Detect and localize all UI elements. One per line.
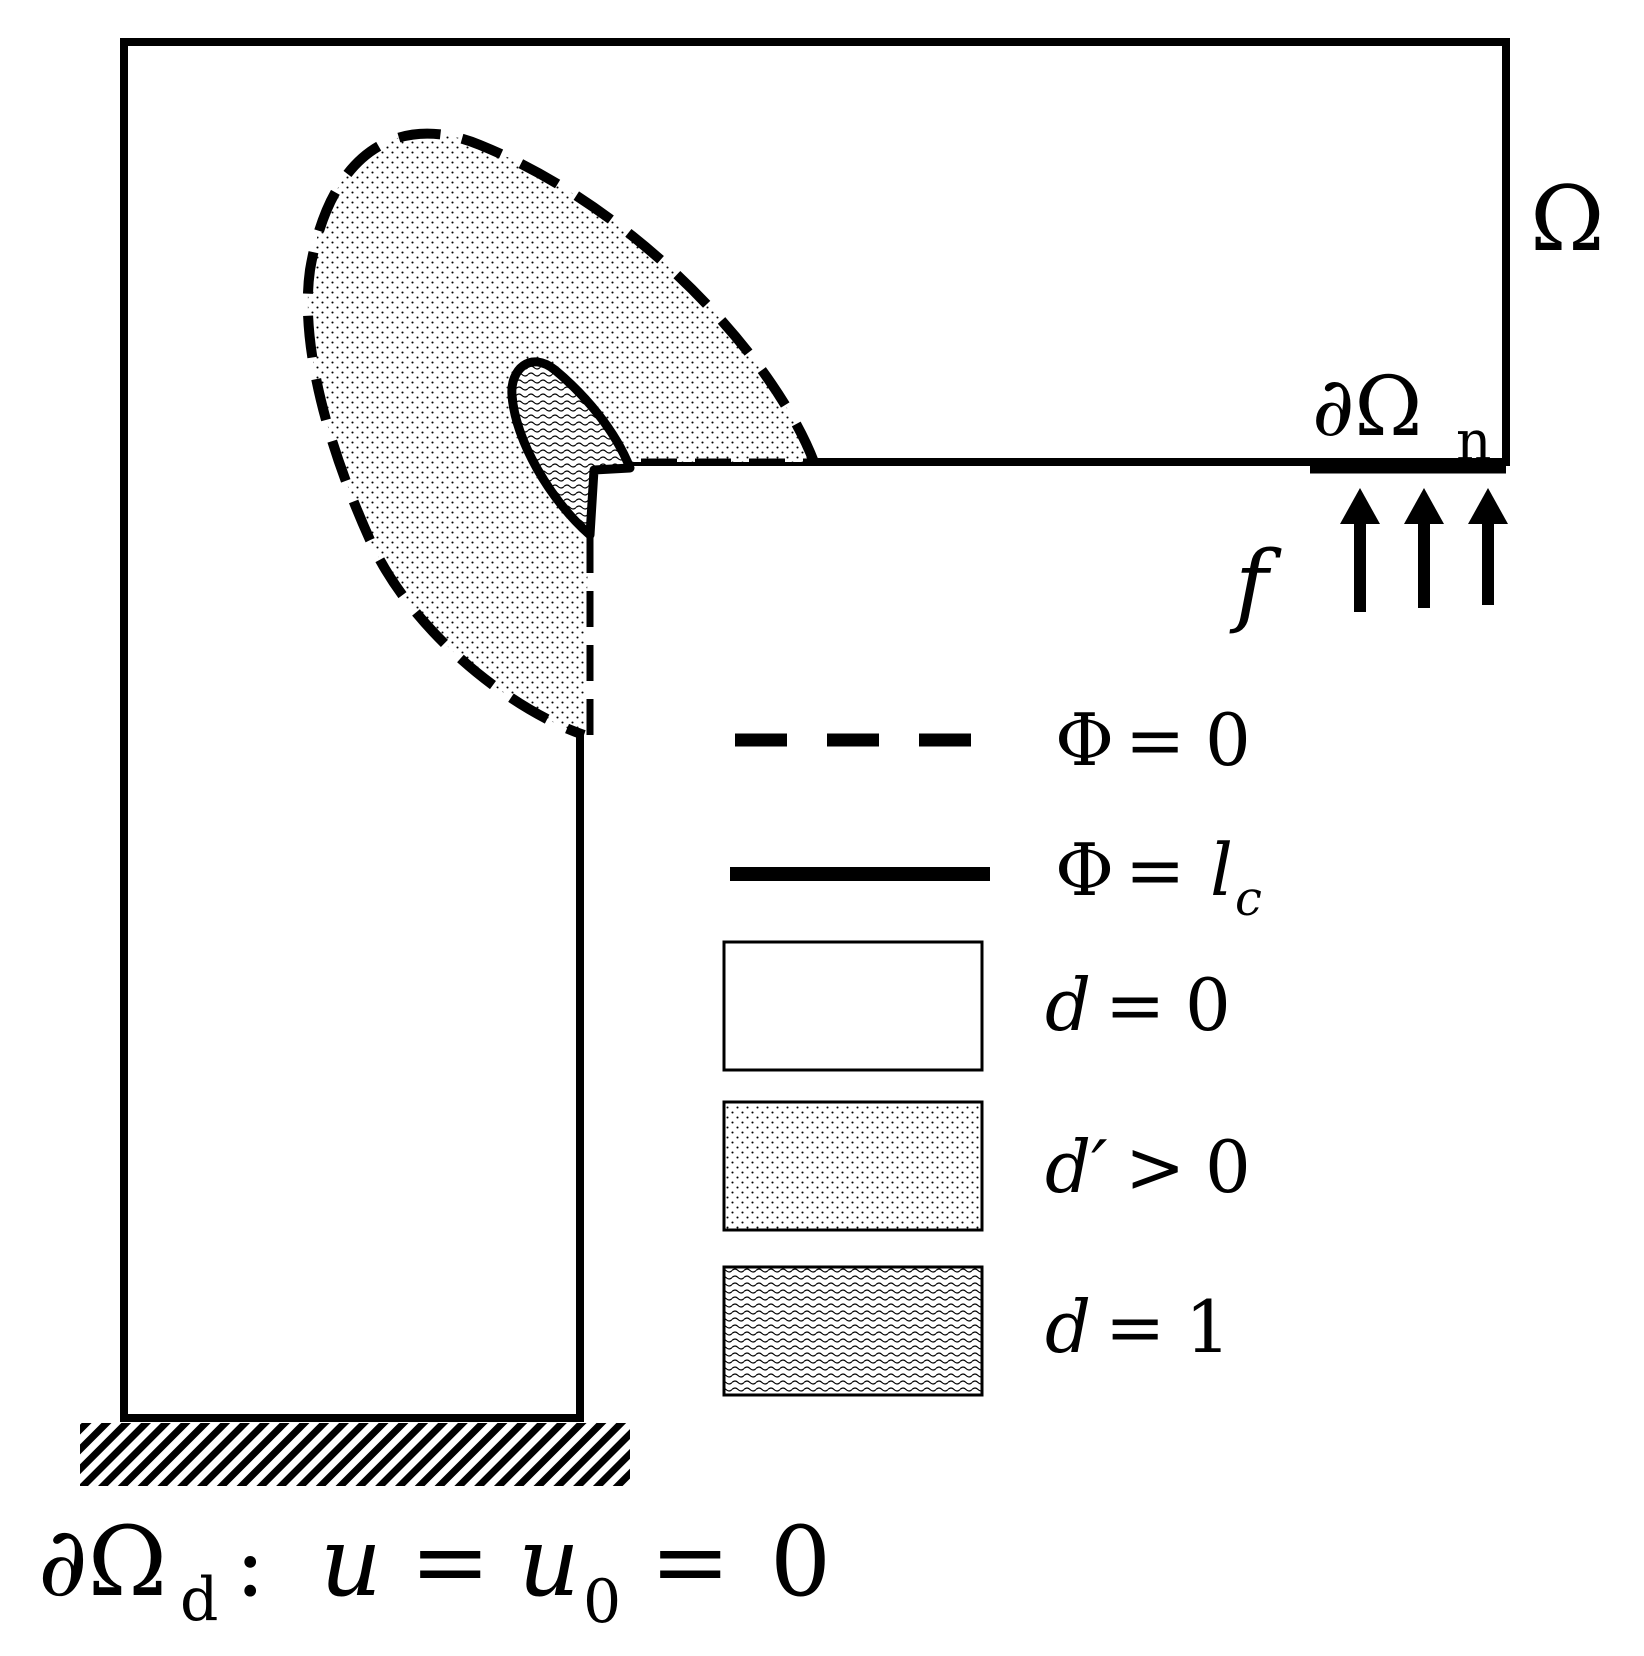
svg-text:=: = — [650, 1506, 730, 1618]
svg-text::: : — [235, 1512, 265, 1617]
dirichlet-support-hatching — [80, 1423, 630, 1486]
legend-item-d-prime-positive: d′ > 0 — [722, 1100, 1251, 1232]
svg-text:0: 0 — [583, 1567, 621, 1637]
legend-item-d-zero: d = 0 — [722, 940, 1231, 1072]
svg-text:=: = — [1125, 698, 1185, 782]
svg-text:n: n — [1456, 409, 1491, 473]
svg-text:∂Ω: ∂Ω — [1312, 360, 1422, 455]
svg-text:0: 0 — [1205, 698, 1251, 782]
dirichlet-boundary-label: ∂Ω d : u = u 0 = 0 — [38, 1506, 831, 1637]
svg-text:d′: d′ — [1045, 1125, 1107, 1209]
legend-blank-box-swatch — [722, 940, 984, 1072]
svg-text:>: > — [1125, 1125, 1185, 1209]
svg-text:0: 0 — [1185, 963, 1231, 1047]
omega-label: Ω — [1530, 167, 1605, 272]
svg-text:d: d — [1045, 963, 1091, 1047]
svg-text:0: 0 — [770, 1506, 831, 1618]
svg-text:=: = — [410, 1506, 490, 1618]
neumann-boundary-label: ∂Ω n — [1312, 360, 1491, 473]
svg-text:c: c — [1235, 871, 1262, 927]
svg-text:=: = — [1105, 1285, 1165, 1369]
svg-text:Φ: Φ — [1055, 698, 1114, 782]
svg-text:d: d — [1045, 1285, 1091, 1369]
legend-item-phi-lc: Φ = l c — [730, 828, 1262, 927]
svg-text:l: l — [1210, 828, 1233, 912]
svg-text:=: = — [1105, 963, 1165, 1047]
svg-text:u: u — [518, 1506, 580, 1618]
legend-item-phi-zero: Φ = 0 — [735, 698, 1251, 782]
svg-text:d: d — [180, 1565, 218, 1635]
full-damage-region — [507, 357, 635, 540]
legend-dotted-box-swatch — [722, 1100, 984, 1232]
svg-text:1: 1 — [1185, 1285, 1231, 1369]
force-label: f — [1229, 532, 1282, 637]
legend-item-d-one: d = 1 — [722, 1265, 1231, 1397]
phi-zero-corner-contour — [586, 458, 814, 735]
svg-text:0: 0 — [1205, 1125, 1251, 1209]
svg-text:=: = — [1125, 828, 1185, 912]
force-arrows — [1340, 488, 1508, 612]
svg-text:Φ: Φ — [1055, 828, 1114, 912]
phi-zero-contour — [302, 128, 819, 740]
svg-text:∂Ω: ∂Ω — [38, 1506, 167, 1618]
svg-text:u: u — [320, 1506, 382, 1618]
legend: Φ = 0 Φ = l c d = 0 d′ > 0 d = 1 — [722, 698, 1262, 1397]
legend-wavy-box-swatch — [722, 1265, 984, 1397]
